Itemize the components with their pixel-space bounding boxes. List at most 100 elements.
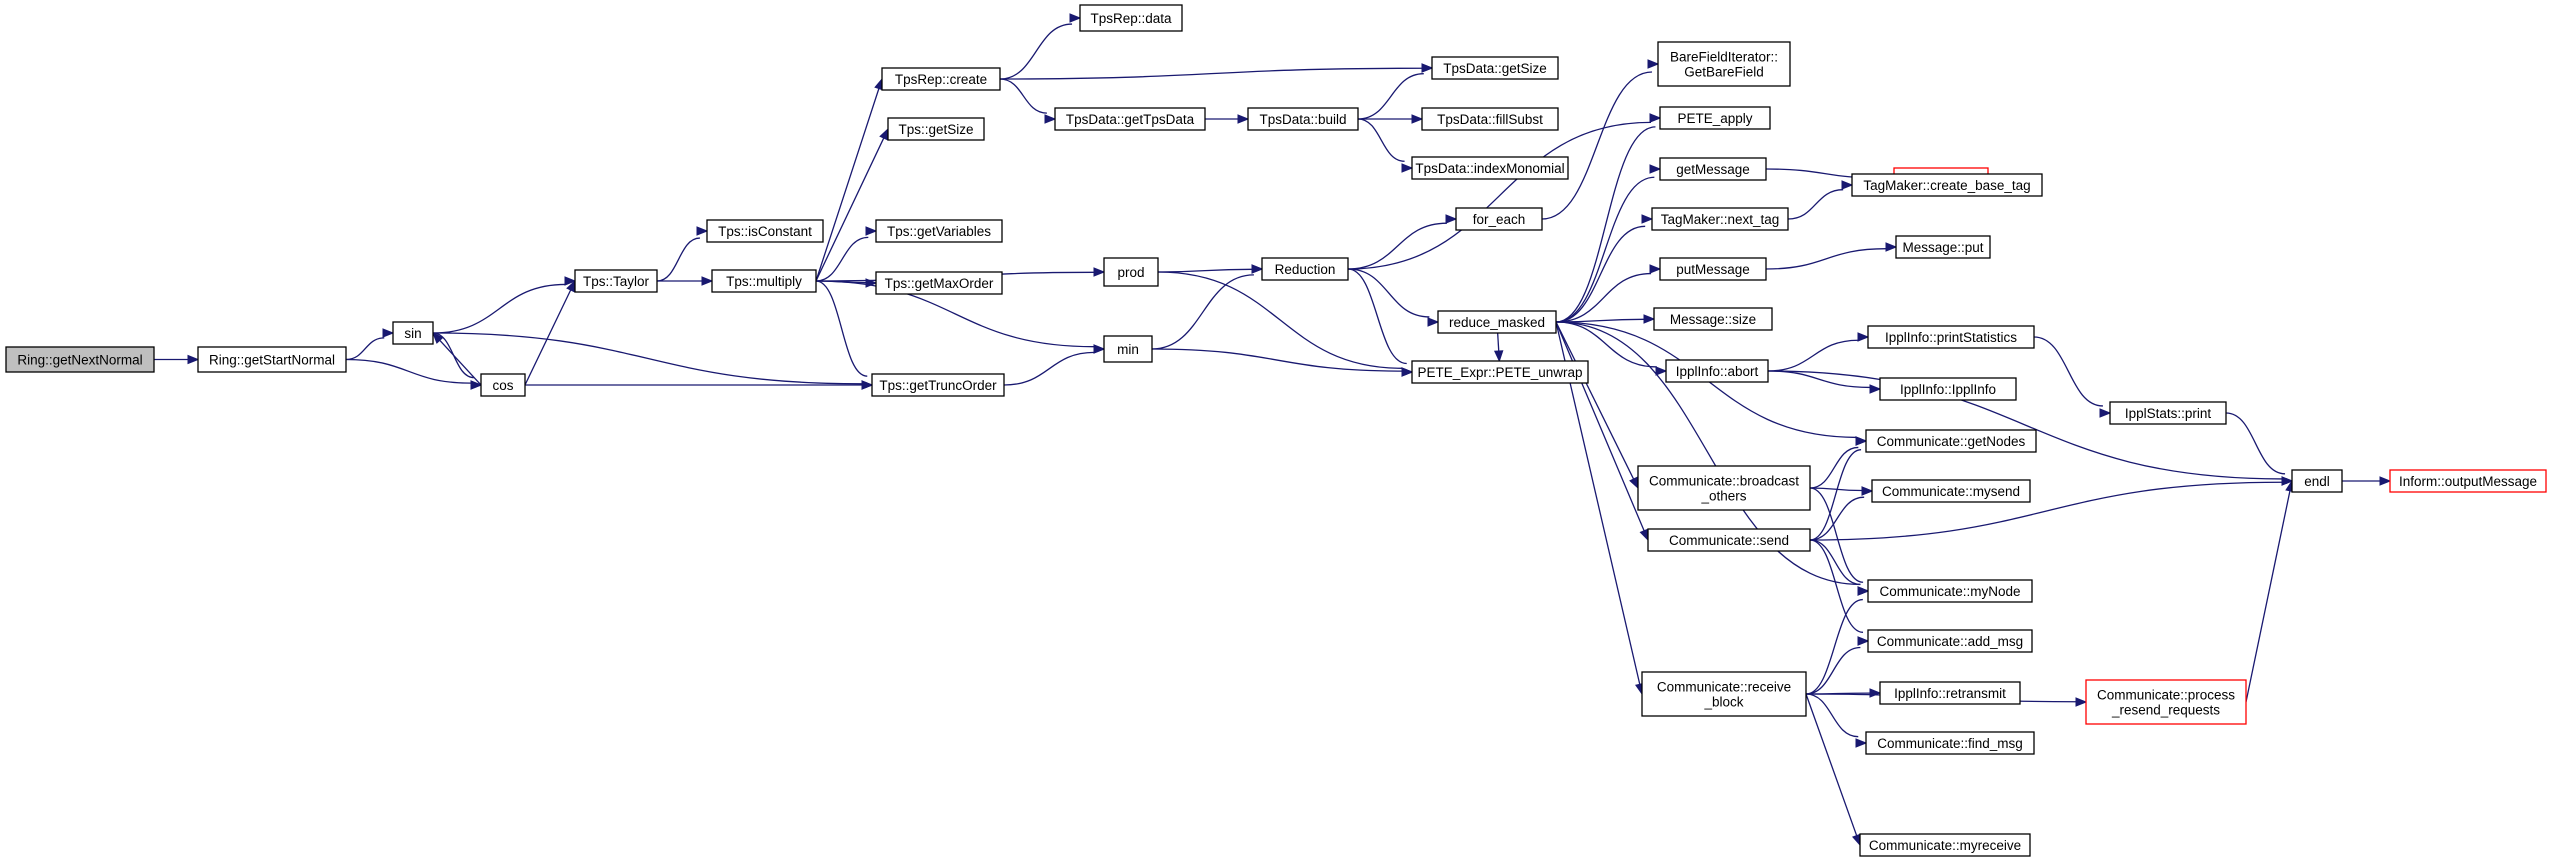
node-printStatistics[interactable]: IpplInfo::printStatistics — [1867, 325, 2035, 349]
edge-line — [1767, 339, 1859, 372]
node-bareField[interactable]: BareFieldIterator::GetBareField — [1657, 41, 1791, 87]
edge-line — [345, 358, 472, 384]
node-peteApply[interactable]: PETE_apply — [1659, 106, 1771, 130]
edge-taylor-to-isConstant — [656, 226, 709, 282]
edge-getTruncOrder-to-min — [1003, 344, 1106, 386]
arrowhead-icon — [2075, 697, 2088, 707]
edge-build-to-fillSubst — [1357, 114, 1424, 124]
node-fillSubst[interactable]: TpsData::fillSubst — [1421, 107, 1559, 131]
node-reduceMasked[interactable]: reduce_masked — [1437, 310, 1557, 334]
node-box — [2085, 679, 2247, 725]
node-receiveBlock[interactable]: Communicate::receive_block — [1641, 671, 1807, 717]
arrowhead-icon — [1885, 242, 1898, 252]
node-peteUnwrap[interactable]: PETE_Expr::PETE_unwrap — [1411, 360, 1589, 384]
node-send[interactable]: Communicate::send — [1647, 528, 1811, 552]
node-label: _others — [1700, 489, 1746, 504]
node-cos[interactable]: cos — [480, 373, 526, 397]
node-box — [1637, 465, 1811, 511]
edge-line — [1805, 693, 1859, 738]
node-multiply[interactable]: Tps::multiply — [711, 269, 817, 293]
node-ipplInfo[interactable]: IpplInfo::IpplInfo — [1879, 377, 2017, 401]
node-box — [1431, 56, 1559, 80]
node-tpsGetSize[interactable]: Tps::getSize — [887, 117, 985, 141]
node-processResend[interactable]: Communicate::process_resend_requests — [2085, 679, 2247, 725]
node-box — [1865, 429, 2037, 453]
node-getNextNormal[interactable]: Ring::getNextNormal — [5, 346, 155, 373]
node-getVariables[interactable]: Tps::getVariables — [875, 219, 1003, 243]
edge-build-to-tpsdataGetSize — [1357, 63, 1434, 120]
edge-line — [1357, 118, 1405, 162]
node-min[interactable]: min — [1103, 335, 1153, 363]
node-putMessage[interactable]: putMessage — [1659, 257, 1767, 281]
edge-taylor-to-multiply — [657, 276, 714, 286]
node-endl[interactable]: endl — [2291, 469, 2343, 493]
node-getStartNormal[interactable]: Ring::getStartNormal — [197, 346, 347, 373]
node-box — [1103, 257, 1159, 287]
node-label: Communicate::add_msg — [1877, 634, 2023, 649]
edge-line — [1809, 539, 1861, 586]
node-getTpsData[interactable]: TpsData::getTpsData — [1054, 107, 1206, 131]
edge-line — [432, 283, 566, 334]
node-isConstant[interactable]: Tps::isConstant — [706, 219, 824, 243]
node-box — [887, 117, 985, 141]
arrowhead-icon — [1655, 366, 1668, 376]
node-taylor[interactable]: Tps::Taylor — [574, 269, 658, 293]
node-reduction[interactable]: Reduction — [1261, 257, 1349, 281]
edge-line — [1809, 487, 1864, 583]
node-label: Ring::getNextNormal — [17, 353, 142, 368]
node-broadcastOthers[interactable]: Communicate::broadcast_others — [1637, 465, 1811, 511]
node-label: IpplStats::print — [2125, 406, 2212, 421]
edge-line — [815, 280, 1095, 348]
node-getMaxOrder[interactable]: Tps::getMaxOrder — [875, 271, 1003, 295]
node-box — [1657, 41, 1791, 87]
node-myNode[interactable]: Communicate::myNode — [1867, 579, 2033, 603]
node-label: Message::size — [1670, 312, 1756, 327]
node-getTruncOrder[interactable]: Tps::getTruncOrder — [871, 373, 1005, 397]
node-label: sin — [404, 326, 421, 341]
edge-sin-to-taylor — [432, 276, 577, 334]
edge-send-to-mysend — [1809, 486, 1874, 541]
node-addMsg[interactable]: Communicate::add_msg — [1867, 629, 2033, 653]
node-label: Communicate::receive — [1657, 680, 1791, 695]
node-build[interactable]: TpsData::build — [1247, 107, 1359, 131]
edge-reduceMasked-to-abort — [1555, 321, 1668, 376]
node-sin[interactable]: sin — [392, 321, 434, 345]
edge-multiply-to-tpsrepCreate — [815, 77, 884, 282]
edge-tpsrepCreate-to-getTpsData — [999, 78, 1057, 124]
node-forEach[interactable]: for_each — [1455, 207, 1543, 231]
node-prod[interactable]: prod — [1103, 257, 1159, 287]
arrowhead-icon — [1869, 384, 1882, 394]
edge-line — [999, 78, 1047, 114]
node-label: TagMaker::create_base_tag — [1863, 178, 2030, 193]
node-box — [1659, 106, 1771, 130]
node-getNodes[interactable]: Communicate::getNodes — [1865, 429, 2037, 453]
edge-getStartNormal-to-sin — [345, 328, 395, 361]
node-box — [5, 346, 155, 373]
node-messagePut[interactable]: Message::put — [1895, 235, 1991, 259]
node-mysend[interactable]: Communicate::mysend — [1871, 479, 2031, 503]
edge-abort-to-ipplInfo — [1767, 370, 1882, 394]
node-label: Reduction — [1275, 262, 1336, 277]
node-ipplStatsPrint[interactable]: IpplStats::print — [2109, 401, 2227, 425]
node-box — [1437, 310, 1557, 334]
arrowhead-icon — [1857, 636, 1870, 646]
node-abort[interactable]: IpplInfo::abort — [1665, 359, 1769, 383]
node-tpsdataGetSize[interactable]: TpsData::getSize — [1431, 56, 1559, 80]
node-indexMonomial[interactable]: TpsData::indexMonomial — [1411, 156, 1569, 180]
edge-line — [1809, 496, 1865, 541]
node-createBaseTag[interactable]: TagMaker::create_base_tag — [1851, 173, 2043, 197]
node-nextTag[interactable]: TagMaker::next_tag — [1651, 207, 1789, 231]
edge-tpsrepCreate-to-tpsrepData — [999, 13, 1082, 80]
node-messageSize[interactable]: Message::size — [1653, 307, 1773, 331]
node-findMsg[interactable]: Communicate::find_msg — [1865, 731, 2035, 755]
node-box — [1455, 207, 1543, 231]
node-label: putMessage — [1676, 262, 1750, 277]
node-myreceive[interactable]: Communicate::myreceive — [1859, 833, 2031, 857]
node-retransmit[interactable]: IpplInfo::retransmit — [1879, 681, 2021, 705]
node-getMessage[interactable]: getMessage — [1659, 157, 1767, 181]
node-tpsrepCreate[interactable]: TpsRep::create — [881, 67, 1001, 91]
edge-reduceMasked-to-putMessage — [1555, 264, 1662, 323]
node-outputMessage[interactable]: Inform::outputMessage — [2389, 469, 2547, 493]
node-tpsrepData[interactable]: TpsRep::data — [1079, 4, 1183, 32]
node-label: IpplInfo::IpplInfo — [1900, 382, 1996, 397]
